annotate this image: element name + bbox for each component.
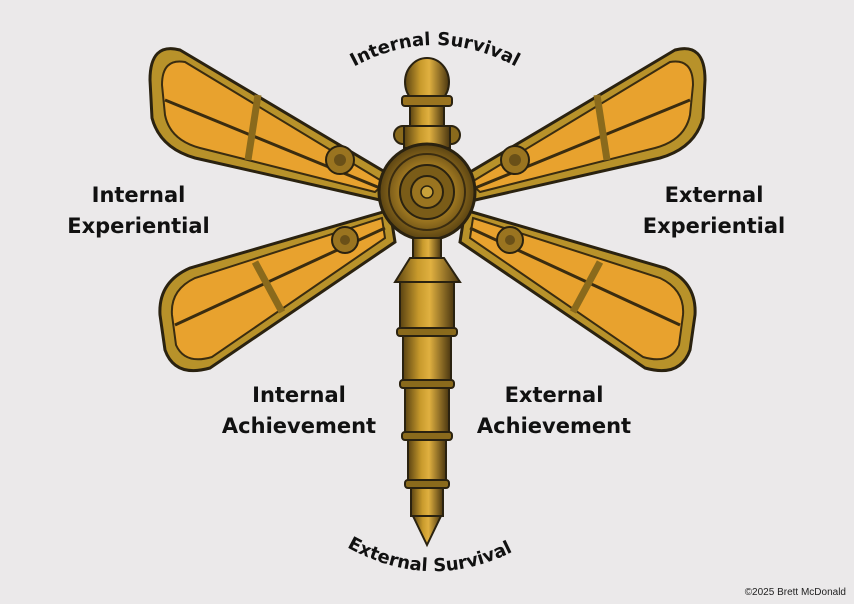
label-line: Internal [91, 183, 186, 207]
label-line: External [664, 183, 764, 207]
wing-upper-left [148, 47, 398, 202]
copyright-notice: ©2025 Brett McDonald [744, 587, 846, 598]
dragonfly-head [393, 57, 461, 149]
wing-lower-right [458, 208, 697, 373]
wing-upper-right [457, 47, 707, 202]
wing-lower-left [158, 208, 397, 373]
dragonfly-abdomen [393, 237, 462, 548]
label-internal-experiential: Internal Experiential [66, 180, 211, 242]
dragonfly-thorax-hub [377, 142, 477, 242]
label-line: Achievement [476, 414, 632, 438]
label-internal-achievement: Internal Achievement [220, 380, 378, 442]
label-line: Achievement [221, 414, 377, 438]
label-external-achievement: External Achievement [475, 380, 633, 442]
label-line: Experiential [67, 214, 210, 238]
label-line: Internal [252, 383, 346, 407]
label-external-experiential: External Experiential [640, 180, 788, 242]
label-line: Experiential [642, 214, 786, 238]
label-line: External [504, 383, 604, 407]
